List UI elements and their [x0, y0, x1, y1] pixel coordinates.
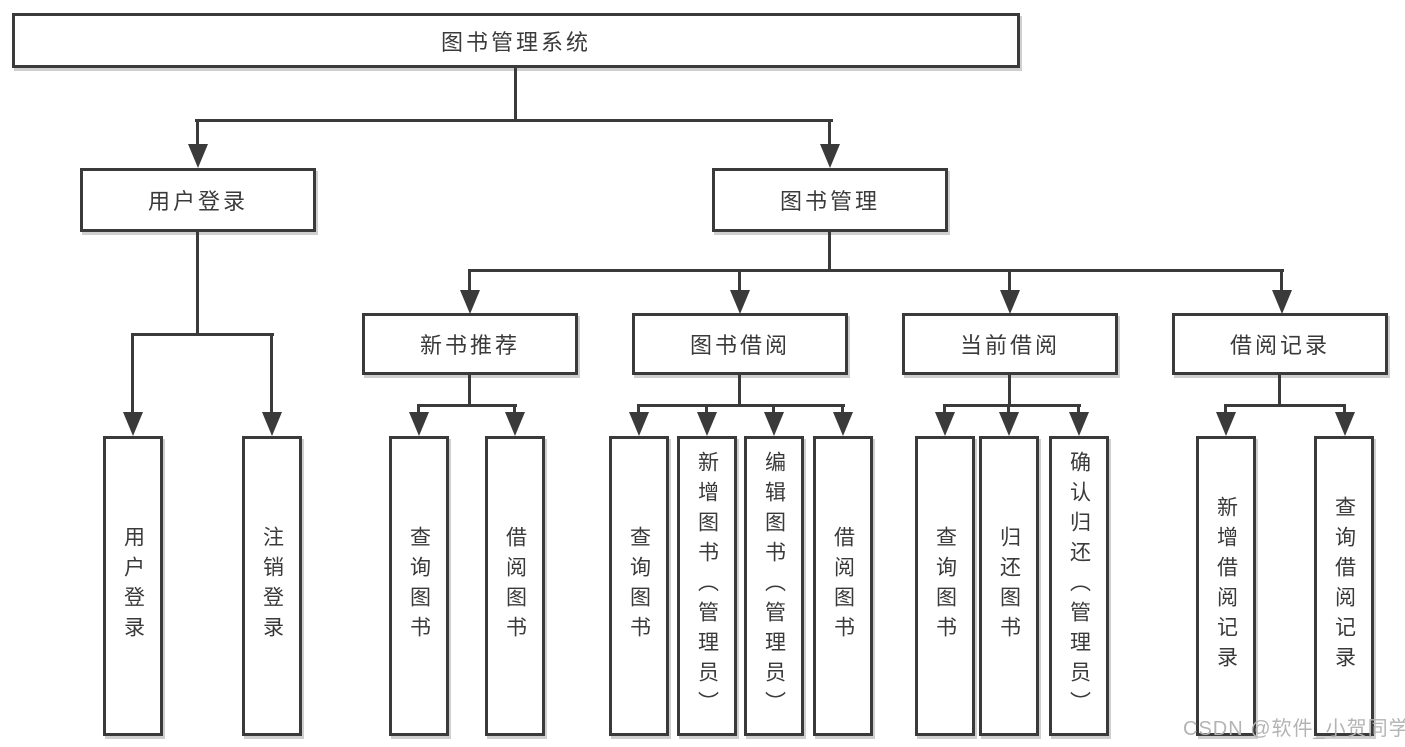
node-current-borrow: 当前借阅	[902, 313, 1118, 375]
connector-stub-cb-query	[943, 404, 946, 416]
connector-nb-vertical	[468, 375, 471, 406]
node-book-manage: 图书管理	[712, 168, 948, 232]
arrowhead-current-borrow	[1000, 290, 1020, 314]
arrowhead-rec-add	[1216, 412, 1236, 436]
leaf-cb-query-books: 查询图书	[915, 436, 975, 736]
arrowhead-bb-edit	[764, 412, 784, 436]
leaf-nb-query-books-label: 查询图书	[407, 526, 431, 646]
leaf-nb-borrow-books-label: 借阅图书	[503, 526, 527, 646]
leaf-bb-query-books: 查询图书	[609, 436, 669, 736]
arrowhead-rec-query	[1335, 412, 1355, 436]
leaf-cb-return-books: 归还图书	[979, 436, 1039, 736]
leaf-cb-confirm-return: 确认归还（管理员）	[1049, 436, 1109, 736]
arrowhead-leaf-user-login	[123, 412, 143, 436]
connector-stub-user-login	[196, 119, 199, 149]
node-new-book-rec-label: 新书推荐	[419, 333, 520, 358]
leaf-bb-add-books: 新增图书（管理员）	[677, 436, 737, 736]
leaf-rec-add-record-label: 新增借阅记录	[1214, 496, 1238, 676]
leaf-bb-borrow-books-label: 借阅图书	[831, 526, 855, 646]
connector-cb-vertical	[1008, 375, 1011, 406]
connector-stub-bb-add	[705, 404, 708, 416]
connector-stub-bb-query	[637, 404, 640, 416]
arrowhead-leaf-logout	[262, 412, 282, 436]
node-new-book-rec: 新书推荐	[362, 313, 578, 375]
arrowhead-bb-borrow	[833, 412, 853, 436]
connector-stub-new-book	[468, 269, 471, 293]
connector-rec-horizontal	[1224, 404, 1346, 407]
connector-stub-book-manage	[828, 119, 831, 149]
connector-rec-vertical	[1278, 375, 1281, 406]
arrowhead-book-manage	[820, 144, 840, 168]
connector-bb-vertical	[738, 375, 741, 406]
node-root: 图书管理系统	[12, 13, 1020, 68]
connector-nb-horizontal	[417, 404, 517, 407]
leaf-bb-borrow-books: 借阅图书	[813, 436, 873, 736]
arrowhead-book-borrow	[730, 290, 750, 314]
connector-manage-vertical	[828, 232, 831, 272]
leaf-cb-return-books-label: 归还图书	[997, 526, 1021, 646]
arrowhead-cb-return	[999, 412, 1019, 436]
leaf-bb-add-books-label: 新增图书（管理员）	[695, 451, 719, 721]
arrowhead-cb-confirm	[1069, 412, 1089, 436]
arrowhead-nb-borrow	[505, 412, 525, 436]
connector-login-vertical	[196, 232, 199, 335]
connector-stub-nb-query	[417, 404, 420, 416]
node-book-borrow-label: 图书借阅	[689, 333, 790, 358]
node-current-borrow-label: 当前借阅	[959, 333, 1060, 358]
arrowhead-cb-query	[935, 412, 955, 436]
arrowhead-nb-query	[409, 412, 429, 436]
leaf-nb-borrow-books: 借阅图书	[485, 436, 545, 736]
connector-stub-leaf-user-login	[131, 333, 134, 415]
node-root-label: 图书管理系统	[440, 29, 591, 55]
connector-bb-horizontal	[637, 404, 845, 407]
node-book-borrow: 图书借阅	[632, 313, 848, 375]
connector-stub-bb-borrow	[841, 404, 844, 416]
watermark: CSDN @软件_小贺同学	[1183, 718, 1405, 740]
node-borrow-records-label: 借阅记录	[1229, 333, 1330, 358]
connector-stub-rec-add	[1224, 404, 1227, 416]
connector-stub-current-borrow	[1008, 269, 1011, 293]
leaf-bb-edit-books: 编辑图书（管理员）	[744, 436, 804, 736]
leaf-rec-query-record-label: 查询借阅记录	[1332, 496, 1356, 676]
connector-root-horizontal	[195, 119, 833, 122]
connector-login-horizontal	[131, 333, 274, 336]
leaf-cb-confirm-return-label: 确认归还（管理员）	[1067, 451, 1091, 721]
arrowhead-borrow-records	[1272, 290, 1292, 314]
leaf-user-login: 用户登录	[103, 436, 163, 736]
connector-stub-book-borrow	[738, 269, 741, 293]
arrowhead-user-login	[188, 144, 208, 168]
arrowhead-bb-add	[697, 412, 717, 436]
node-book-manage-label: 图书管理	[779, 189, 880, 214]
leaf-logout-label: 注销登录	[260, 526, 284, 646]
connector-stub-nb-borrow	[513, 404, 516, 416]
leaf-user-login-label: 用户登录	[121, 526, 145, 646]
node-borrow-records: 借阅记录	[1172, 313, 1388, 375]
connector-stub-bb-edit	[772, 404, 775, 416]
leaf-bb-query-books-label: 查询图书	[627, 526, 651, 646]
connector-stub-cb-return	[1007, 404, 1010, 416]
arrowhead-bb-query	[629, 412, 649, 436]
connector-stub-borrow-records	[1280, 269, 1283, 293]
connector-cb-horizontal	[943, 404, 1081, 407]
connector-stub-leaf-logout	[270, 333, 273, 415]
arrowhead-new-book	[460, 290, 480, 314]
leaf-logout: 注销登录	[242, 436, 302, 736]
connector-root-vertical	[514, 68, 517, 122]
leaf-rec-add-record: 新增借阅记录	[1196, 436, 1256, 736]
connector-stub-rec-query	[1343, 404, 1346, 416]
leaf-cb-query-books-label: 查询图书	[933, 526, 957, 646]
node-user-login-label: 用户登录	[147, 189, 248, 214]
leaf-rec-query-record: 查询借阅记录	[1314, 436, 1374, 736]
node-user-login: 用户登录	[80, 168, 316, 232]
connector-stub-cb-confirm	[1077, 404, 1080, 416]
leaf-bb-edit-books-label: 编辑图书（管理员）	[762, 451, 786, 721]
leaf-nb-query-books: 查询图书	[389, 436, 449, 736]
connector-manage-horizontal	[468, 269, 1284, 272]
